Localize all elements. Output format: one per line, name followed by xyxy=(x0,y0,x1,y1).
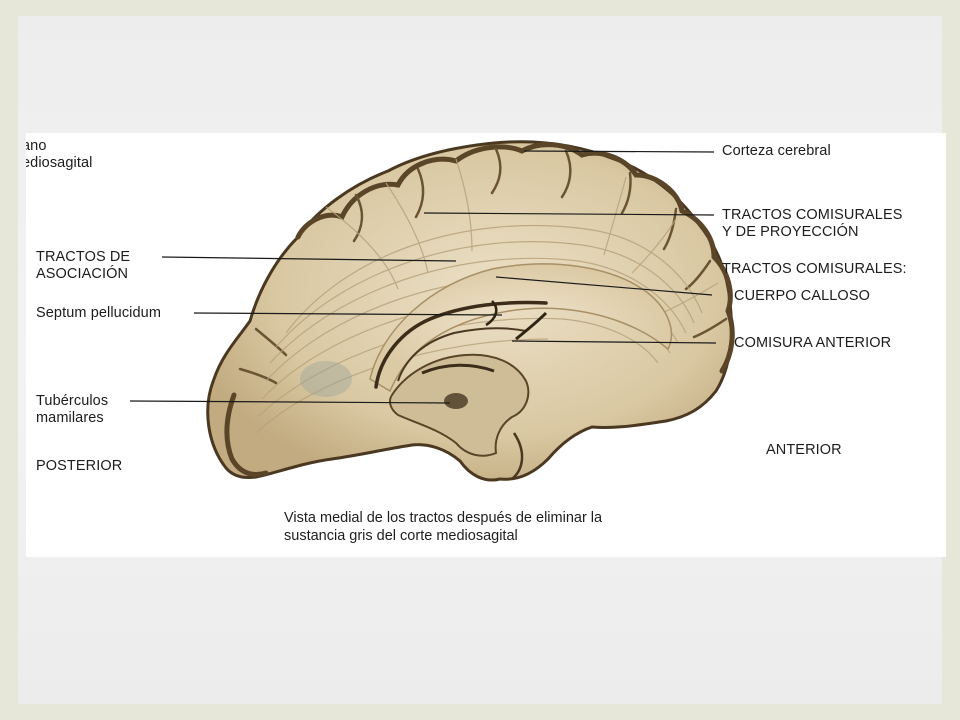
label-corteza-cerebral: Corteza cerebral xyxy=(722,143,831,159)
brain-figure: ano ediosagital Corteza cerebral TRACTOS… xyxy=(26,133,946,557)
cortex-gyri xyxy=(295,142,735,374)
ventricle-edge xyxy=(374,300,548,389)
figure-caption: Vista medial de los tractos después de e… xyxy=(284,509,602,545)
posterior-shading xyxy=(300,361,352,397)
label-tuberculos-mamilares: Tubérculos mamilares xyxy=(36,393,109,426)
corpus-callosum xyxy=(369,263,673,393)
label-comisura-anterior: COMISURA ANTERIOR xyxy=(734,335,892,351)
caption-line-2: sustancia gris del corte mediosagital xyxy=(284,528,518,544)
label-posterior: POSTERIOR xyxy=(36,458,123,474)
hypothalamic-edge xyxy=(421,363,495,375)
label-tractos-comisurales: TRACTOS COMISURALES: xyxy=(722,261,907,277)
label-septum-pellucidum: Septum pellucidum xyxy=(36,305,162,321)
anterior-commissure-mark xyxy=(515,311,548,341)
label-tractos-asociacion: TRACTOS DE ASOCIACIÓN xyxy=(36,249,131,282)
brain-illustration xyxy=(129,140,735,482)
septum-mark xyxy=(485,300,498,327)
mammillary-body xyxy=(444,393,468,409)
occipital-cortex xyxy=(224,392,269,477)
label-plano: ano ediosagital xyxy=(26,138,93,171)
caption-line-1: Vista medial de los tractos después de e… xyxy=(284,510,603,526)
brainstem-edge xyxy=(511,432,524,480)
label-cuerpo-calloso: CUERPO CALLOSO xyxy=(734,288,870,304)
label-tractos-comisurales-proyeccion: TRACTOS COMISURALES Y DE PROYECCIÓN xyxy=(722,207,903,240)
fornix xyxy=(397,327,527,382)
leader-lines xyxy=(129,150,717,404)
sulci xyxy=(238,147,728,385)
label-anterior: ANTERIOR xyxy=(766,442,842,458)
